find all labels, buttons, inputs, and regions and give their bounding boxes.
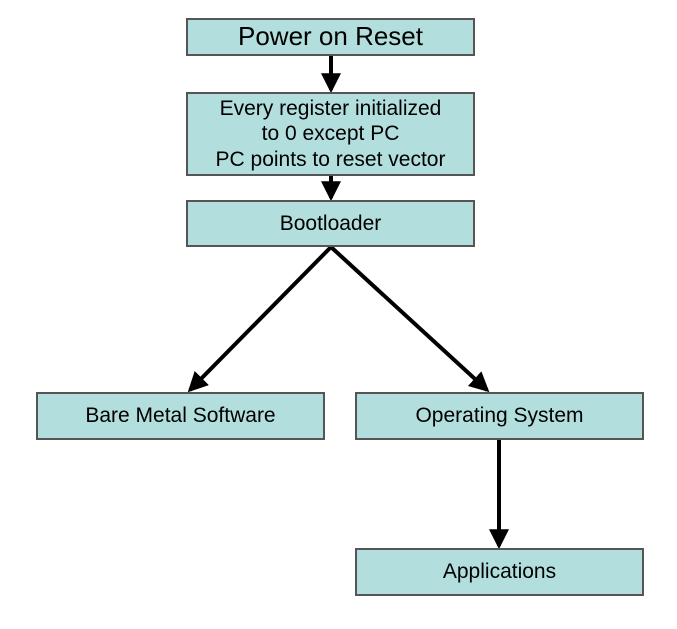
operating-system-label: Operating System — [415, 404, 584, 428]
bootloader-label: Bootloader — [279, 211, 382, 235]
register-init-line-1: Every register initialized — [219, 97, 442, 121]
applications-label: Applications — [442, 560, 557, 584]
bare-metal-software-label: Bare Metal Software — [85, 404, 276, 428]
register-init-box: Every register initialized to 0 except P… — [186, 92, 475, 176]
bare-metal-software-box: Bare Metal Software — [36, 392, 325, 440]
power-on-reset-box: Power on Reset — [186, 18, 475, 56]
register-init-line-2: to 0 except PC — [261, 122, 400, 146]
power-on-reset-label: Power on Reset — [238, 21, 423, 52]
applications-box: Applications — [355, 548, 644, 596]
arrow-bootloader-to-bare-metal — [187, 245, 333, 393]
arrow-bootloader-to-os — [329, 245, 490, 393]
register-init-line-3: PC points to reset vector — [215, 147, 446, 171]
bootloader-box: Bootloader — [186, 200, 475, 247]
operating-system-box: Operating System — [355, 392, 644, 440]
